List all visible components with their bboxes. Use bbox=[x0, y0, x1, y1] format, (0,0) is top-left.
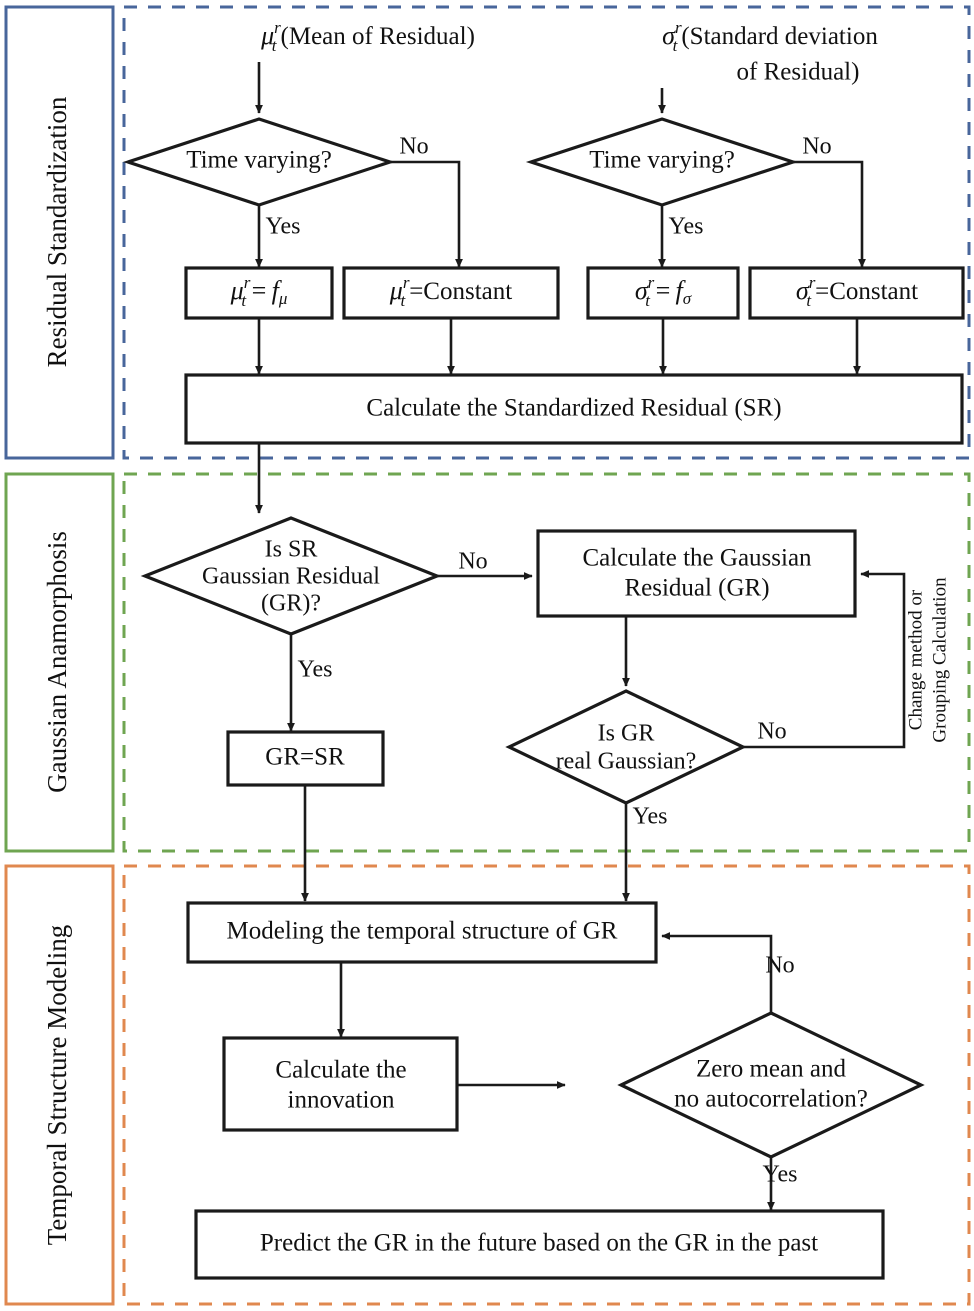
sigma-symbol: σ bbox=[662, 21, 676, 50]
process-calculate-standardized-residual-label: Calculate the Standardized Residual (SR) bbox=[366, 395, 781, 422]
process-calculate-innovation[interactable] bbox=[222, 1036, 459, 1132]
edge-zero-mean-no-feedback bbox=[661, 932, 773, 1013]
mu-header-text: (Mean of Residual) bbox=[281, 23, 475, 50]
section-dashed-temporal-structure-modeling bbox=[122, 864, 971, 1306]
process-mu-equals-fmu[interactable] bbox=[184, 266, 334, 320]
process-calculate-gaussian-residual[interactable] bbox=[536, 529, 857, 618]
decision-zero-mean-line1: Zero mean and bbox=[696, 1056, 846, 1083]
decision-is-gr-real-gaussian-line1: Is GR bbox=[598, 721, 655, 747]
process-calculate-gaussian-residual-line1: Calculate the Gaussian bbox=[582, 545, 812, 572]
edge-label-mu-yes: Yes bbox=[266, 214, 301, 240]
process-modeling-temporal-structure-label: Modeling the temporal structure of GR bbox=[227, 918, 618, 945]
section-dashed-gaussian-anamorphosis bbox=[122, 472, 971, 853]
decision-is-sr-gaussian-residual-line2: Gaussian Residual bbox=[202, 564, 380, 590]
edge-label-is-gr-real-yes: Yes bbox=[633, 804, 668, 830]
sigma-header-text1: (Standard deviation bbox=[681, 23, 878, 50]
process-calculate-gaussian-residual-line2: Residual (GR) bbox=[624, 575, 769, 602]
process-mu-constant[interactable] bbox=[342, 266, 560, 320]
edge-mu-no bbox=[390, 160, 463, 268]
process-modeling-temporal-structure[interactable] bbox=[186, 901, 658, 964]
section-label-gaussian-anamorphosis: Gaussian Anamorphosis bbox=[42, 531, 72, 793]
edge-label-zero-mean-yes: Yes bbox=[763, 1162, 798, 1188]
section-frame-gaussian-anamorphosis bbox=[4, 472, 115, 853]
edge-label-sigma-yes: Yes bbox=[669, 214, 704, 240]
feedback-annotation-line1: Change method or bbox=[905, 589, 926, 730]
decision-time-varying-sigma-label: Time varying? bbox=[589, 147, 735, 174]
process-calculate-standardized-residual[interactable] bbox=[184, 373, 964, 445]
section-label-temporal-structure-modeling: Temporal Structure Modeling bbox=[42, 925, 72, 1246]
edge-is-gr-real-no-feedback bbox=[743, 570, 906, 749]
process-sigma-equals-fsigma[interactable] bbox=[586, 266, 740, 320]
decision-is-gr-real-gaussian-line2: real Gaussian? bbox=[556, 749, 697, 775]
process-predict-gr-label: Predict the GR in the future based on th… bbox=[260, 1230, 818, 1257]
edge-label-is-sr-gaussian-yes: Yes bbox=[298, 657, 333, 683]
process-gr-equals-sr[interactable] bbox=[226, 730, 385, 787]
decision-is-gr-real-gaussian[interactable] bbox=[505, 689, 747, 805]
section-frame-temporal-structure-modeling bbox=[4, 864, 115, 1306]
edge-label-zero-mean-no: No bbox=[765, 953, 794, 979]
section-label-residual-standardization: Residual Standardization bbox=[42, 96, 72, 367]
section-frame-residual-standardization bbox=[4, 5, 115, 460]
decision-time-varying-mu-label: Time varying? bbox=[186, 147, 332, 174]
edge-sigma-no bbox=[793, 160, 866, 268]
edge-label-mu-no: No bbox=[399, 134, 428, 160]
sigma-header-line2: of Residual) bbox=[737, 59, 860, 86]
decision-zero-mean-line2: no autocorrelation? bbox=[674, 1086, 868, 1113]
process-predict-gr[interactable] bbox=[194, 1209, 885, 1280]
edge-label-is-gr-real-no: No bbox=[757, 719, 786, 745]
feedback-annotation-line2: Grouping Calculation bbox=[929, 577, 950, 743]
mu-symbol: μ bbox=[260, 21, 274, 50]
process-calculate-innovation-line1: Calculate the bbox=[275, 1057, 406, 1084]
edge-label-is-sr-gaussian-no: No bbox=[458, 549, 487, 575]
process-calculate-innovation-line2: innovation bbox=[288, 1087, 395, 1114]
decision-is-sr-gaussian-residual-line3: (GR)? bbox=[261, 591, 321, 617]
decision-is-sr-gaussian-residual-line1: Is SR bbox=[265, 537, 318, 563]
edge-label-sigma-no: No bbox=[802, 134, 831, 160]
process-gr-equals-sr-label: GR=SR bbox=[265, 744, 345, 771]
